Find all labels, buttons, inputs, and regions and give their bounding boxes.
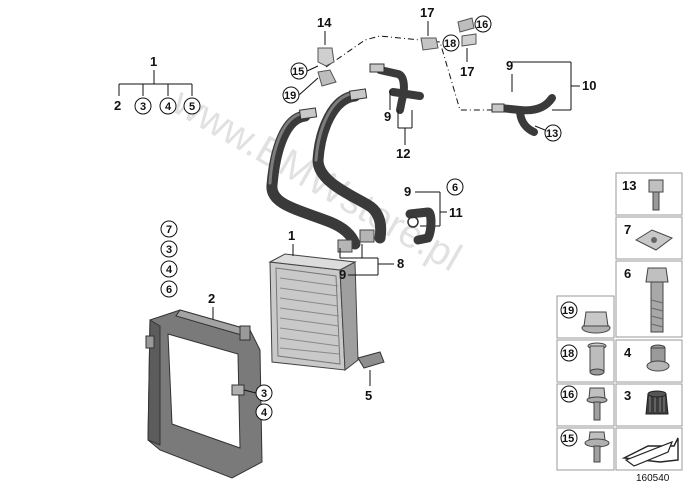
label-12: 12: [396, 146, 410, 161]
label-3-left: 3: [166, 244, 172, 256]
label-4-left: 4: [166, 264, 173, 276]
pipe-12: 9 12: [369, 63, 424, 161]
label-10: 10: [582, 78, 596, 93]
label-14: 14: [317, 15, 332, 30]
parts-table-num-6: 6: [624, 266, 631, 281]
rubber-mount-icon: [646, 344, 670, 372]
callout-6-9-11: 9 11 6: [404, 178, 464, 245]
parts-table-num-4: 4: [624, 345, 632, 360]
label-11: 11: [449, 205, 463, 220]
label-9-lower: 9: [404, 184, 411, 199]
spacer-sleeve-icon: [587, 342, 607, 376]
parts-table-num-16: 16: [562, 389, 574, 401]
callout-14-15-19: 14 15 19: [282, 15, 337, 104]
expanding-nut-icon: [645, 390, 669, 415]
direction-arrow-icon: [621, 437, 679, 467]
label-2-top: 2: [114, 98, 121, 113]
callout-9-10-13: 9 10 13: [491, 58, 596, 142]
label-17a: 17: [420, 5, 434, 20]
parts-table-num-18: 18: [562, 348, 574, 360]
label-19: 19: [284, 90, 296, 102]
callout-16-17-18: 17 18 16 17: [420, 5, 492, 79]
collar-screw-icon: [586, 387, 608, 421]
label-8: 8: [397, 256, 404, 271]
oil-cooler-hoses: [266, 88, 387, 250]
parts-table-num-19: 19: [562, 305, 574, 317]
label-17b: 17: [460, 64, 474, 79]
parts-table-num-7: 7: [624, 222, 631, 237]
label-7-left: 7: [166, 224, 172, 236]
label-1-radiator: 1: [288, 228, 295, 243]
label-13-right: 13: [546, 128, 558, 140]
label-15: 15: [292, 66, 304, 78]
callout-group-1: 1 2 3 4 5: [114, 54, 201, 115]
label-16: 16: [476, 19, 488, 31]
bracket-5: 5: [357, 351, 385, 403]
label-2-frame: 2: [208, 291, 215, 306]
label-9-mid: 9: [384, 109, 391, 124]
hex-socket-screw-icon: [648, 179, 664, 211]
label-6-left: 6: [166, 284, 172, 296]
label-3-frame: 3: [261, 388, 267, 400]
parts-table-num-15: 15: [562, 433, 574, 445]
cooler-frame: 2 3 4: [145, 291, 273, 479]
label-5-bracket: 5: [365, 388, 372, 403]
parts-table: 13 7 6 19 18: [556, 172, 683, 471]
parts-table-num-3: 3: [624, 388, 631, 403]
watermark: www.BMWstore.pl: [165, 79, 469, 280]
callout-8-9: 9 8: [339, 244, 404, 282]
diagram-code: 160540: [636, 473, 670, 484]
callout-left-column: 7 3 4 6: [160, 220, 178, 298]
clip-nut-icon: [634, 229, 674, 251]
oil-cooler-radiator: 1: [268, 228, 375, 371]
parts-table-num-13: 13: [622, 178, 636, 193]
label-5-top: 5: [189, 101, 195, 113]
flange-nut-icon: [581, 311, 611, 334]
hex-bolt-icon: [645, 267, 669, 333]
label-4-frame: 4: [261, 407, 268, 419]
washer-screw-icon: [584, 431, 610, 463]
label-4-top: 4: [165, 101, 172, 113]
label-9-bottom: 9: [339, 267, 346, 282]
label-9-right: 9: [506, 58, 513, 73]
label-3-top: 3: [140, 101, 146, 113]
label-18: 18: [444, 38, 456, 50]
label-6-lower: 6: [452, 182, 458, 194]
label-1-top: 1: [150, 54, 157, 69]
